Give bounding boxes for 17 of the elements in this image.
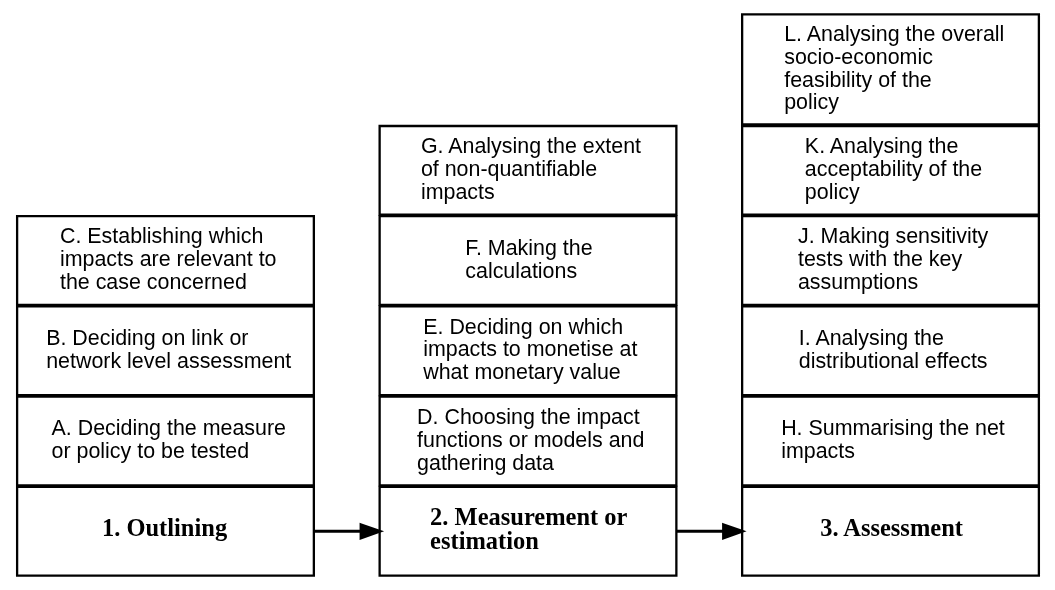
node-box: H. Summarising the net impacts bbox=[740, 395, 1040, 487]
node-box: J. Making sensitivity tests with the key assumptions bbox=[740, 215, 1040, 307]
node-box: D. Choosing the impact functions or models and gathering data bbox=[378, 395, 677, 487]
node-box: K. Analysing the acceptability of the policy bbox=[740, 124, 1040, 216]
node-box: I. Analysing the distributional effects bbox=[740, 305, 1040, 397]
node-box: 3. Assessment bbox=[740, 485, 1040, 577]
arrow bbox=[313, 522, 384, 540]
node-box: 2. Measurement or estimation bbox=[378, 485, 677, 577]
node-box: F. Making the calculations bbox=[378, 215, 677, 307]
node-box: E. Deciding on which impacts to monetise at what monetary value bbox=[378, 305, 677, 397]
node-box: L. Analysing the overall socio-economic feasibility of the policy bbox=[740, 13, 1040, 126]
node-box: G. Analysing the extent of non-quantifiable impacts bbox=[378, 124, 677, 216]
arrow bbox=[676, 522, 747, 540]
node-box: 1. Outlining bbox=[15, 485, 315, 577]
node-box: B. Deciding on link or network level assessment bbox=[15, 305, 315, 397]
node-box: C. Establishing which impacts are relevant to the case concerned bbox=[15, 215, 315, 307]
node-box: A. Deciding the measure or policy to be tested bbox=[15, 395, 315, 487]
